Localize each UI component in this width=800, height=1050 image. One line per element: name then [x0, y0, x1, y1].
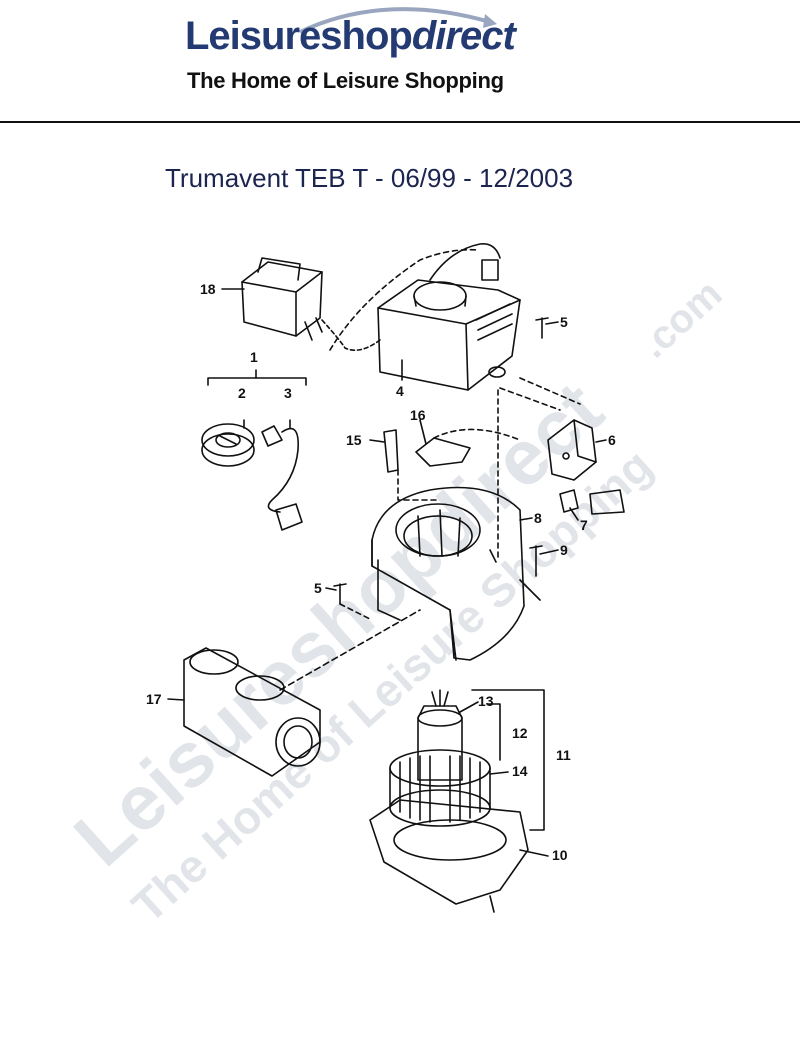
label-14: 14 [512, 763, 528, 779]
label-2: 2 [238, 385, 246, 401]
part-8-fan-housing [371, 486, 541, 661]
label-7: 7 [580, 517, 588, 533]
part-6-bracket [547, 419, 597, 481]
label-18: 18 [200, 281, 216, 297]
part-2-knob [201, 423, 255, 467]
label-10: 10 [552, 847, 568, 863]
group-bracket-12 [487, 703, 501, 761]
brand-name-main: Leisureshop [185, 14, 413, 58]
part-5-screw-left [333, 583, 347, 605]
part-4-control-unit [329, 242, 521, 391]
part-labels: 18 1 2 3 4 5 16 15 6 7 8 9 5 17 13 12 11… [146, 281, 616, 863]
label-13: 13 [478, 693, 494, 709]
part-3-cable [261, 425, 303, 531]
part-17-air-duct [183, 647, 321, 777]
group-bracket-11 [471, 689, 545, 831]
part-15-clip [383, 429, 399, 473]
part-13-motor [417, 689, 463, 781]
label-11: 11 [556, 747, 571, 763]
part-18-transformer [241, 257, 381, 351]
label-12: 12 [512, 725, 528, 741]
part-7-clip [559, 489, 579, 513]
label-6: 6 [608, 432, 616, 448]
label-5-left: 5 [314, 580, 322, 596]
page-title: Trumavent TEB T - 06/99 - 12/2003 [165, 163, 574, 193]
label-16: 16 [410, 407, 426, 423]
watermark-suffix: .com [632, 272, 731, 367]
brand-name-italic: direct [411, 14, 516, 58]
label-15: 15 [346, 432, 362, 448]
part-9-screw [529, 545, 543, 577]
watermark-brand: Leisureshopdirect [57, 365, 618, 883]
brand-logo: Leisureshopdirect The Home of Leisure Sh… [185, 0, 555, 100]
part-5-screw-top [535, 317, 549, 339]
label-8: 8 [534, 510, 542, 526]
part-16-holder [415, 437, 471, 467]
group-bracket-1 [207, 377, 307, 386]
label-5-top: 5 [560, 314, 568, 330]
label-17: 17 [146, 691, 162, 707]
watermark: Leisureshopdirect .com The Home of Leisu… [57, 272, 730, 933]
label-1: 1 [250, 349, 258, 365]
label-4: 4 [396, 383, 404, 399]
brand-name: Leisureshopdirect [185, 14, 516, 59]
header-divider [0, 121, 800, 123]
part-14-fan-wheel [389, 749, 491, 827]
label-3: 3 [284, 385, 292, 401]
part-10-base-plate [369, 799, 529, 913]
brand-tagline: The Home of Leisure Shopping [187, 68, 504, 93]
label-9: 9 [560, 542, 568, 558]
logo-swoosh-icon [299, 7, 497, 34]
